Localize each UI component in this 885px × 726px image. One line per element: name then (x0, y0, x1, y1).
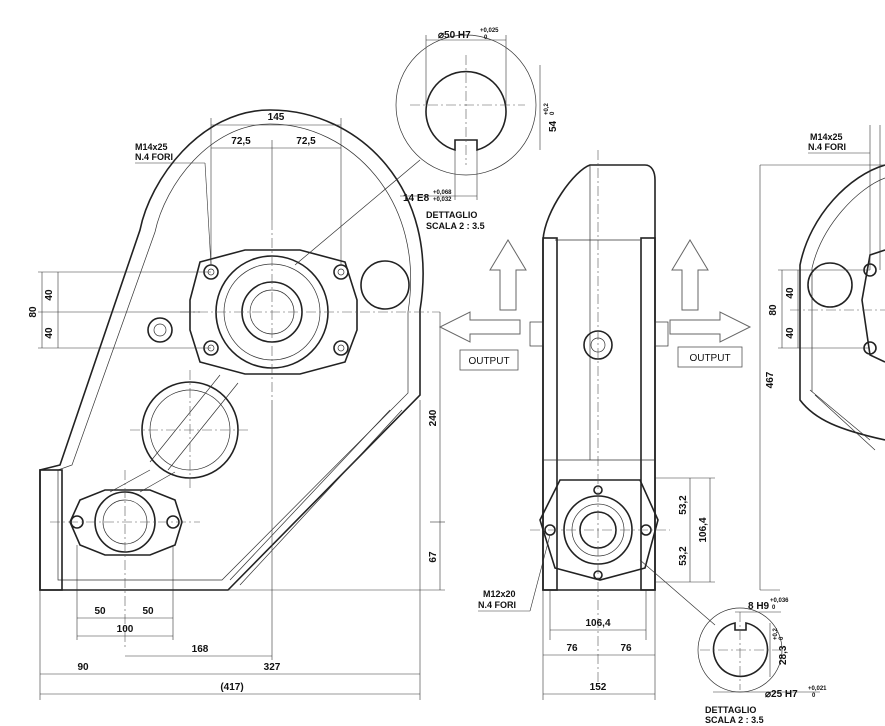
bore-25-h7: ⌀25 H7 (765, 689, 798, 700)
note-4-holes-bottom: N.4 FORI (478, 600, 516, 610)
dim-168: 168 (192, 644, 209, 655)
dim-467: 467 (765, 371, 776, 388)
dim-40-upper-right: 40 (785, 287, 796, 299)
svg-text:0: 0 (812, 693, 816, 699)
dim-106-4-horiz: 106,4 (585, 618, 610, 629)
dim-76-right: 76 (620, 643, 632, 654)
depth-28-3: 28,3 (778, 645, 789, 665)
depth-54: 54 (548, 120, 559, 132)
svg-text:+0,2: +0,2 (773, 627, 779, 640)
dim-40-lower-right: 40 (785, 327, 796, 339)
dim-40-upper-left: 40 (44, 289, 55, 301)
svg-text:+0,025: +0,025 (480, 28, 499, 34)
bore-with-keyway-top (425, 70, 507, 152)
upper-flange (189, 249, 358, 375)
bore-50-h7: ⌀50 H7 (438, 30, 471, 41)
side-view-dimensions: 53,2 53,2 106,4 106,4 76 76 152 M12x20 N… (478, 477, 715, 700)
note-m12x20: M12x20 (483, 589, 516, 599)
svg-text:0: 0 (779, 636, 785, 640)
output-arrows: OUTPUT OUTPUT (438, 239, 752, 371)
detail-bottom-scale: SCALA 2 : 3.5 (705, 715, 764, 725)
dim-145: 145 (268, 112, 285, 123)
dim-106-4-vert: 106,4 (698, 517, 709, 542)
dim-80-left: 80 (28, 306, 39, 318)
rear-view-partial: 467 40 40 80 M14x25 N.4 FORI (759, 125, 885, 591)
up-arrow-right (671, 239, 709, 311)
dim-152: 152 (590, 682, 607, 693)
up-arrow-left (489, 239, 527, 311)
bore-with-keyway-bottom (712, 622, 769, 678)
flange-block (39, 469, 63, 591)
output-label-left: OUTPUT (468, 356, 509, 367)
rear-housing (799, 164, 885, 441)
housing-outline-left (39, 109, 424, 591)
left-arrow-output (438, 311, 521, 343)
svg-text:+0,2: +0,2 (544, 102, 550, 115)
output-label-right: OUTPUT (689, 353, 730, 364)
front-view (39, 109, 440, 650)
dim-76-left: 76 (566, 643, 578, 654)
detail-top: ⌀50 H7 +0,025 0 54 +0,2 0 14 E8 +0,068 +… (395, 28, 559, 231)
dim-53-2-lower: 53,2 (678, 546, 689, 566)
dim-90: 90 (77, 662, 89, 673)
side-view (529, 150, 716, 690)
dim-53-2-upper: 53,2 (678, 495, 689, 515)
svg-text:0: 0 (484, 35, 488, 41)
note-m14x25-left: M14x25 (135, 142, 168, 152)
dim-100: 100 (117, 624, 134, 635)
key-8-h9: 8 H9 (748, 601, 770, 612)
dim-240: 240 (428, 409, 439, 426)
dim-50-a: 50 (94, 606, 106, 617)
dim-417: (417) (220, 682, 243, 693)
svg-text:0: 0 (550, 111, 556, 115)
detail-top-scale: SCALA 2 : 3.5 (426, 221, 485, 231)
side-housing (542, 164, 656, 591)
svg-text:+0,021: +0,021 (808, 686, 827, 692)
dim-67: 67 (428, 551, 439, 563)
key-14-e8: 14 E8 (403, 193, 430, 204)
right-arrow-output (669, 311, 752, 343)
lower-flange (69, 489, 183, 556)
dim-80-right: 80 (768, 304, 779, 316)
dim-327: 327 (264, 662, 281, 673)
dim-72-5-left: 72,5 (231, 136, 251, 147)
detail-bottom-title: DETTAGLIO (705, 705, 756, 715)
dim-50-b: 50 (142, 606, 154, 617)
dim-72-5-right: 72,5 (296, 136, 316, 147)
note-4-holes-left: N.4 FORI (135, 152, 173, 162)
detail-top-title: DETTAGLIO (426, 210, 477, 220)
front-view-dimensions: 145 72,5 72,5 M14x25 N.4 FORI 40 40 80 2… (28, 112, 445, 700)
svg-text:0: 0 (772, 605, 776, 611)
svg-text:+0,068: +0,068 (433, 190, 452, 196)
note-m14x25-right: M14x25 (810, 132, 843, 142)
svg-text:+0,036: +0,036 (770, 598, 789, 604)
note-4-holes-right: N.4 FORI (808, 142, 846, 152)
svg-text:+0,032: +0,032 (433, 197, 452, 203)
side-lower-flange (539, 479, 659, 581)
detail-bottom: 8 H9 +0,036 0 28,3 +0,2 0 ⌀25 H7 +0,021 … (697, 598, 827, 725)
dim-40-lower-left: 40 (44, 327, 55, 339)
